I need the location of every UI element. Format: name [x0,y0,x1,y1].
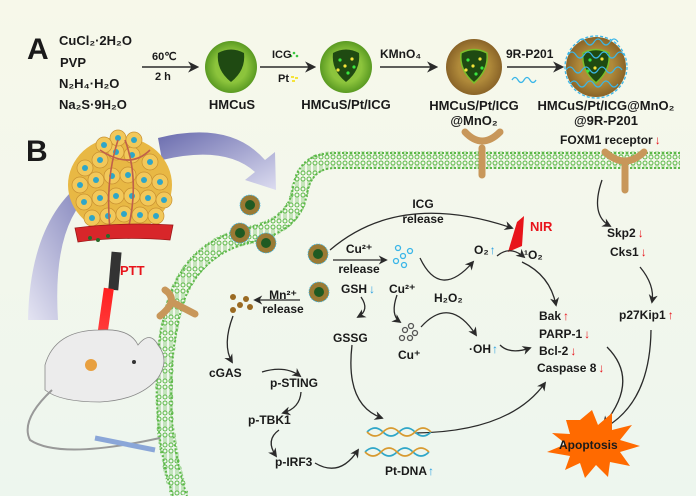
step1-temp: 60℃ [152,51,177,63]
p-sting-label: p-STING [270,376,318,390]
arrow-foxm1-to-skp2 [596,179,612,227]
step3-kmno4: KMnO₄ [380,47,422,61]
cu-release-line1: Cu²⁺ [345,242,373,256]
syringe-icon [94,435,156,453]
arrow-irf3-to-dna [314,448,359,469]
pt-dna-label: Pt-DNA [385,465,434,477]
parp1-label: PARP-1 [539,328,590,340]
cu1-ions-icon [398,322,419,342]
product-final-line2: @9R-P201 [574,113,638,128]
bcl2-label: Bcl-2 [539,345,576,357]
arrow-cu2-to-cu1 [391,294,402,324]
cu2-ions-icon [392,244,414,269]
product-mno2-line1: HMCuS/Pt/ICG [429,98,519,113]
arrow-gssg-to-dna [350,344,384,420]
reagent-cucl2: CuCl₂·2H₂O [59,33,132,48]
pt-icon [291,76,298,82]
panel-b-label: B [26,135,48,168]
cgas-label: cGAS [209,366,242,380]
p-tbk1-label: p-TBK1 [248,413,291,427]
ptt-label: PTT [120,263,145,278]
caspase8-label: Caspase 8 [537,362,604,374]
arrow-tbk1-to-irf3 [268,429,280,458]
reagent-pvp: PVP [60,55,87,70]
step4-9r-p201: 9R-P201 [506,47,554,61]
gsh-label: GSH [341,283,375,295]
cks1-label: Cks1 [610,246,647,258]
product-mno2-line2: @MnO₂ [450,113,498,128]
arrow-cks1-to-p27 [639,266,658,304]
tumor-illustration [68,129,174,243]
product-hmcus: HMCuS [208,97,256,112]
final-nanoparticle [564,35,628,99]
arrow-o2-to-singlet [496,248,526,259]
big-arrow-tumor-to-cell [158,132,276,190]
step1-time: 2 h [155,71,171,83]
arrow-dna-to-caspase [414,381,547,434]
panel-a-label: A [27,33,49,66]
arrow-sting-to-tbk1 [281,391,302,416]
cell-membrane [155,151,680,496]
step2-icg: ICG [272,49,292,61]
mn-release-line2: release [262,302,304,316]
arrow-cu-to-o2 [419,257,475,281]
nir-beam-icon [508,216,524,252]
cu2-label: Cu²⁺ [389,282,416,296]
arrow-parp-to-apoptosis [602,346,624,426]
apoptosis-label: Apoptosis [559,438,618,452]
pt-dna-icon [364,427,432,457]
foxm1-receptor-label: FOXM1 receptor [560,134,661,146]
hmcus-pt-icg-mno2-particle [446,39,502,95]
big-arrow-mouse-to-tumor [28,170,110,320]
hmcus-particle [205,41,257,93]
receptor-icon [156,286,199,320]
icg-release-line1: ICG [412,197,434,211]
skp2-label: Skp2 [607,227,644,239]
mouse-illustration [26,329,165,453]
apoptosis-burst-icon [547,410,640,478]
arrow-singlet-to-bak [521,261,560,307]
arrow-icg-release [329,212,514,251]
icg-release-line2: release [402,212,444,226]
h2o2-label: H₂O₂ [434,291,463,305]
arrow-oh-to-bak [499,344,532,355]
product-final-line1: HMCuS/Pt/ICG@MnO₂ [537,98,675,113]
step2-pt: Pt [278,73,289,85]
nanoparticle-icon [229,194,330,303]
reagent-na2s: Na₂S·9H₂O [59,97,127,112]
receptor-icon [461,128,504,179]
p-irf3-label: p-IRF3 [275,455,313,469]
product-hmcus-pt-icg: HMCuS/Pt/ICG [301,97,391,112]
bak-label: Bak [539,310,569,322]
mn-release-line1: Mn²⁺ [269,288,297,302]
p27kip1-label: p27Kip1 [619,309,674,321]
foxm1-receptor-icon [601,148,648,194]
hmcus-pt-icg-particle [320,41,372,93]
arrow-gsh-to-gssg [356,296,367,318]
icg-icon [289,51,299,58]
arrow-h2o2-to-oh [420,312,477,337]
arrow-cgas-to-sting [261,368,302,378]
gssg-label: GSSG [333,331,368,345]
singlet-o2-label: ¹O₂ [524,248,543,262]
arrow-mn-to-cgas [224,315,234,364]
reagent-n2h4: N₂H₄·H₂O [59,76,120,91]
peptide-icon [511,76,537,84]
oh-label: ·OH [469,343,498,355]
nir-label: NIR [530,219,553,234]
cu-release-line2: release [338,262,380,276]
o2-label: O₂ [474,244,496,256]
cu1-label: Cu⁺ [398,348,421,362]
mn2-ions-icon [230,294,253,313]
